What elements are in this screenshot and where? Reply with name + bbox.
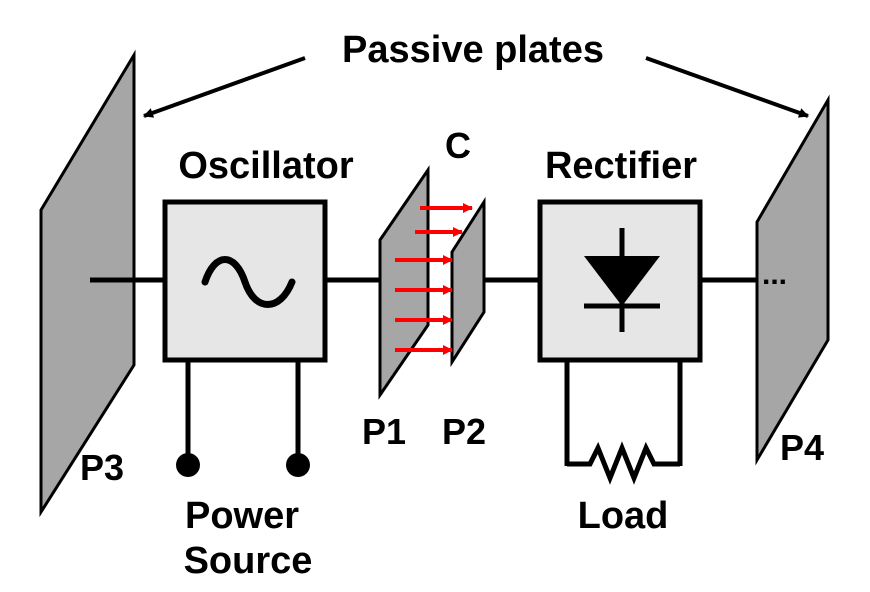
- ellipsis-label: ...: [762, 258, 787, 291]
- passive-plates-label: Passive plates: [342, 29, 604, 71]
- plate-p4: [755, 94, 830, 466]
- load-label: Load: [578, 495, 669, 537]
- passive-plates-arrow-left: [143, 56, 306, 118]
- power-terminal-left: [176, 453, 200, 477]
- plate-p1: [378, 165, 430, 400]
- resistor-icon: [567, 441, 680, 485]
- passive-plates-arrow-right: [645, 56, 809, 118]
- power-source-label-line1: Power: [185, 495, 299, 537]
- plate-p2-label: P2: [442, 411, 486, 452]
- plate-p3: [39, 49, 136, 518]
- plate-p4-label: P4: [780, 427, 824, 468]
- plate-p3-label: P3: [80, 447, 124, 488]
- sine-wave-icon: [201, 256, 296, 308]
- rectifier-label: Rectifier: [545, 145, 697, 187]
- oscillator-label: Oscillator: [178, 145, 353, 187]
- power-source-label-line2: Source: [184, 540, 313, 582]
- power-terminal-right: [286, 453, 310, 477]
- plate-p1-label: P1: [362, 411, 406, 452]
- plate-p2: [450, 196, 486, 368]
- capacitor-label: C: [445, 125, 471, 166]
- diode-icon: [584, 228, 660, 332]
